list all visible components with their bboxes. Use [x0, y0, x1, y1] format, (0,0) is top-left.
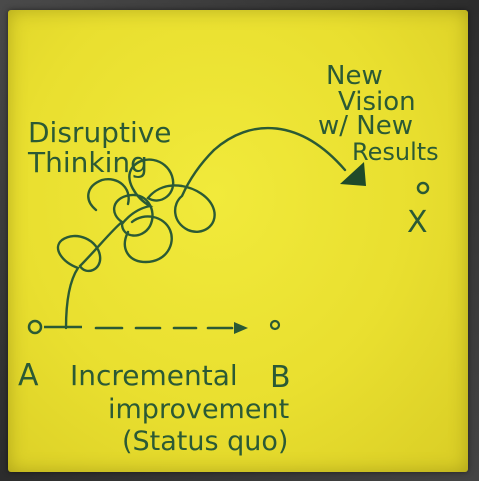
label-vision: Vision	[338, 87, 416, 117]
target-point-marker	[416, 181, 430, 195]
label-status-quo: (Status quo)	[122, 426, 288, 457]
label-improvement: improvement	[108, 394, 289, 425]
disruptive-squiggle	[56, 126, 347, 330]
label-point-b: B	[270, 360, 291, 395]
label-disruptive: Disruptive	[28, 116, 172, 149]
point-b-marker	[269, 319, 281, 331]
label-thinking: Thinking	[27, 146, 148, 179]
point-a-marker	[27, 319, 43, 335]
sticky-note	[8, 10, 468, 472]
label-incremental: Incremental	[70, 359, 238, 392]
label-point-x: X	[407, 205, 428, 240]
label-new: New	[326, 61, 383, 91]
incremental-arrowhead	[234, 322, 248, 334]
label-with-new: w/ New	[318, 111, 413, 141]
label-point-a: A	[18, 358, 39, 393]
label-results: Results	[352, 138, 439, 166]
disruptive-arrowhead	[340, 162, 366, 186]
